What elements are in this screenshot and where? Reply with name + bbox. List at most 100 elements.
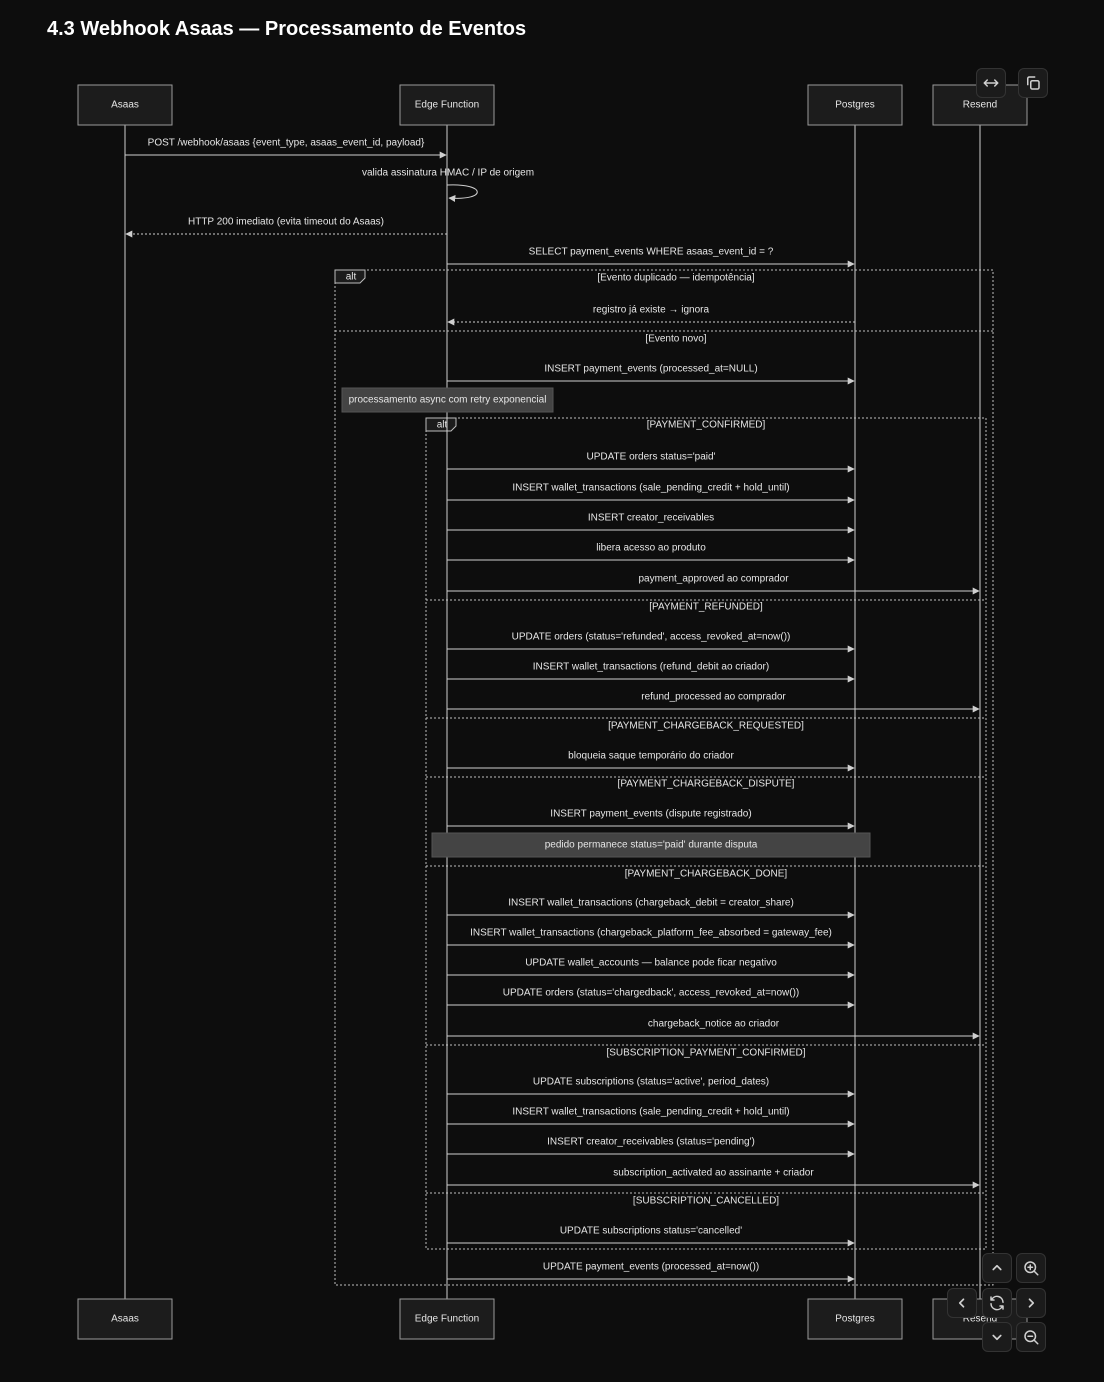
participant-box [807, 84, 903, 126]
copy-button[interactable] [1018, 68, 1048, 98]
fragment-condition: [SUBSCRIPTION_PAYMENT_CONFIRMED] [606, 1048, 805, 1059]
zoom-in-icon [1024, 1261, 1039, 1276]
message-8: INSERT creator_receivables [447, 513, 855, 534]
message-label: bloqueia saque temporário do criador [568, 751, 734, 762]
message-0: POST /webhook/asaas {event_type, asaas_e… [125, 138, 447, 159]
participant-box [399, 84, 495, 126]
participant-label: Asaas [111, 1314, 139, 1325]
note-1: pedido permanece status='paid' durante d… [431, 832, 871, 858]
message-label: UPDATE payment_events (processed_at=now(… [543, 1262, 759, 1273]
expand-horizontal-button[interactable] [976, 68, 1006, 98]
chevron-right-icon [1028, 1298, 1035, 1308]
message-14: bloqueia saque temporário do criador [447, 751, 855, 772]
message-22: INSERT wallet_transactions (sale_pending… [447, 1107, 855, 1128]
message-25: UPDATE subscriptions status='cancelled' [447, 1226, 855, 1247]
participant-label: Edge Function [415, 100, 480, 111]
fragment-alt-1: alt [PAYMENT_CONFIRMED] [PAYMENT_REFUNDED]… [425, 417, 987, 1250]
message-12: INSERT wallet_transactions (refund_debit… [447, 662, 855, 683]
message-label: valida assinatura HMAC / IP de origem [362, 168, 534, 179]
message-10: payment_approved ao comprador [447, 574, 980, 595]
message-label: payment_approved ao comprador [638, 574, 789, 585]
message-6: UPDATE orders status='paid' [447, 452, 855, 473]
zoom-in-button[interactable] [1016, 1253, 1046, 1283]
message-label: POST /webhook/asaas {event_type, asaas_e… [148, 138, 425, 149]
pan-right-button[interactable] [1016, 1288, 1046, 1318]
message-19: UPDATE orders (status='chargedback', acc… [447, 988, 855, 1009]
participant-edge-bottom: Edge Function [399, 1298, 495, 1340]
zoom-out-button[interactable] [1016, 1322, 1046, 1352]
participant-box [77, 1298, 173, 1340]
message-9: libera acesso ao produto [447, 543, 855, 564]
message-21: UPDATE subscriptions (status='active', p… [447, 1077, 855, 1098]
participant-label: Resend [963, 1314, 997, 1325]
pan-down-button[interactable] [982, 1322, 1012, 1352]
message-label: INSERT wallet_transactions (chargeback_d… [508, 898, 794, 909]
pan-left-button[interactable] [947, 1288, 977, 1318]
fragment-condition: [PAYMENT_CONFIRMED] [647, 420, 766, 431]
message-18: UPDATE wallet_accounts — balance pode fi… [447, 958, 855, 979]
participant-asaas-bottom: Asaas [77, 1298, 173, 1340]
participant-label: Edge Function [415, 1314, 480, 1325]
message-26: UPDATE payment_events (processed_at=now(… [447, 1262, 855, 1283]
message-label: INSERT payment_events (dispute registrad… [550, 809, 751, 820]
message-label: INSERT creator_receivables [588, 513, 714, 524]
fragment-border [425, 417, 987, 1250]
message-label: UPDATE wallet_accounts — balance pode fi… [525, 958, 777, 969]
message-label: INSERT wallet_transactions (chargeback_p… [470, 928, 832, 939]
message-17: INSERT wallet_transactions (chargeback_p… [447, 928, 855, 949]
note-text: processamento async com retry exponencia… [349, 395, 547, 406]
page-title: 4.3 Webhook Asaas — Processamento de Eve… [47, 18, 527, 40]
note-text: pedido permanece status='paid' durante d… [545, 840, 758, 851]
note-0: processamento async com retry exponencia… [341, 387, 554, 413]
pan-up-button[interactable] [982, 1253, 1012, 1283]
message-label: INSERT wallet_transactions (refund_debit… [533, 662, 769, 673]
reset-view-button[interactable] [982, 1288, 1012, 1318]
participant-label: Postgres [835, 100, 874, 111]
participant-asaas-top: Asaas [77, 84, 173, 126]
fragment-condition: [SUBSCRIPTION_CANCELLED] [633, 1196, 779, 1207]
participant-box [399, 1298, 495, 1340]
message-label: libera acesso ao produto [596, 543, 706, 554]
fragment-tag [334, 269, 366, 284]
note-box [341, 387, 554, 413]
message-label: UPDATE orders (status='refunded', access… [512, 632, 791, 643]
participant-pg-top: Postgres [807, 84, 903, 126]
fragment-condition: [PAYMENT_CHARGEBACK_DISPUTE] [618, 779, 795, 790]
participant-pg-bottom: Postgres [807, 1298, 903, 1340]
participant-label: Asaas [111, 100, 139, 111]
message-1: valida assinatura HMAC / IP de origem [362, 168, 534, 202]
message-label: INSERT wallet_transactions (sale_pending… [512, 483, 789, 494]
participant-edge-top: Edge Function [399, 84, 495, 126]
message-label: UPDATE subscriptions (status='active', p… [533, 1077, 769, 1088]
message-label: SELECT payment_events WHERE asaas_event_… [529, 247, 774, 258]
message-label: registro já existe → ignora [593, 305, 710, 316]
fragment-condition: [PAYMENT_CHARGEBACK_DONE] [625, 869, 788, 880]
fragment-tag-label: alt [346, 272, 357, 283]
fragment-condition: [Evento novo] [645, 334, 706, 345]
participant-label: Resend [963, 100, 997, 111]
note-box [431, 832, 871, 858]
fragment-condition: [PAYMENT_CHARGEBACK_REQUESTED] [608, 721, 804, 732]
message-4: registro já existe → ignora [447, 305, 855, 326]
copy-icon [1027, 76, 1040, 90]
fragment-border [334, 269, 994, 1286]
chevron-up-icon [992, 1264, 1002, 1271]
participant-box [77, 84, 173, 126]
message-3: SELECT payment_events WHERE asaas_event_… [447, 247, 855, 268]
fragment-tag [425, 417, 457, 432]
message-label: subscription_activated ao assinante + cr… [613, 1168, 814, 1179]
reset-icon [990, 1295, 1004, 1311]
message-5: INSERT payment_events (processed_at=NULL… [447, 364, 855, 385]
message-label: UPDATE orders status='paid' [587, 452, 716, 463]
message-15: INSERT payment_events (dispute registrad… [447, 809, 855, 830]
expand-horizontal-icon [983, 79, 999, 87]
fragment-tag-label: alt [437, 420, 448, 431]
message-11: UPDATE orders (status='refunded', access… [447, 632, 855, 653]
fragment-alt-0: alt[Evento duplicado — idempotência][Eve… [334, 269, 994, 1286]
message-20: chargeback_notice ao criador [447, 1019, 980, 1040]
chevron-left-icon [958, 1298, 965, 1308]
message-label: INSERT payment_events (processed_at=NULL… [544, 364, 757, 375]
message-label: refund_processed ao comprador [641, 692, 786, 703]
fragment-condition: [PAYMENT_REFUNDED] [649, 602, 763, 613]
